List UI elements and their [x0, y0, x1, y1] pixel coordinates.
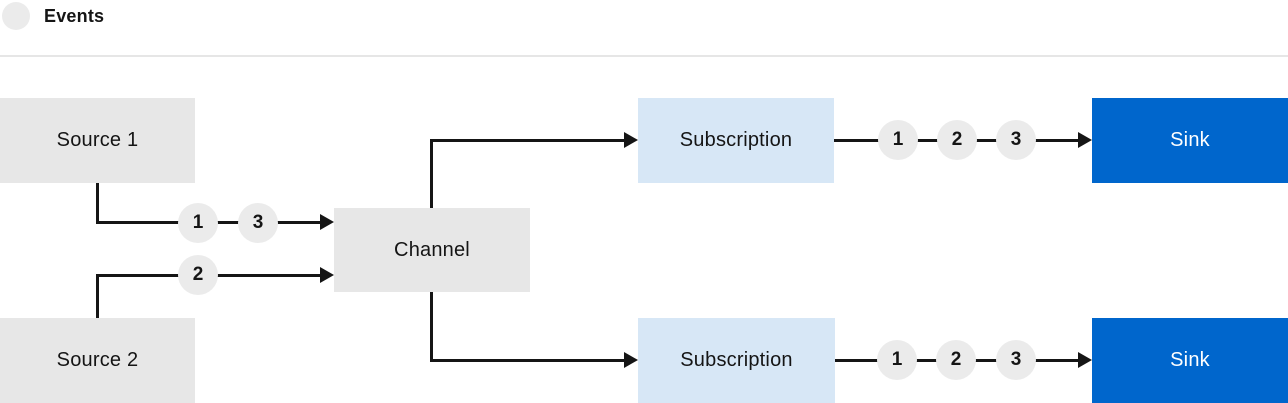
- connector-channel-down-vertical: [430, 292, 433, 361]
- event-marker: 3: [996, 120, 1036, 160]
- node-label: Sink: [1170, 349, 1210, 371]
- arrow-right-icon: [624, 132, 638, 148]
- separator-line: [0, 55, 1288, 57]
- arrow-right-icon: [320, 214, 334, 230]
- event-marker: 2: [937, 120, 977, 160]
- node-subscription-bottom: Subscription: [638, 318, 835, 403]
- legend-label: Events: [44, 6, 105, 26]
- arrow-right-icon: [1078, 132, 1092, 148]
- event-marker: 1: [878, 120, 918, 160]
- arrow-right-icon: [624, 352, 638, 368]
- node-label: Source 1: [56, 129, 139, 151]
- event-marker: 1: [178, 203, 218, 243]
- node-source-2: Source 2: [0, 318, 195, 403]
- node-source-1: Source 1: [0, 98, 195, 183]
- node-label: Subscription: [680, 349, 793, 371]
- arrow-right-icon: [1078, 352, 1092, 368]
- event-marker: 1: [877, 340, 917, 380]
- node-sink-top: Sink: [1092, 98, 1288, 183]
- node-sink-bottom: Sink: [1092, 318, 1288, 403]
- node-label: Sink: [1170, 129, 1210, 151]
- connector-source1-vertical: [96, 183, 99, 224]
- connector-source2-vertical: [96, 276, 99, 318]
- event-marker: 3: [996, 340, 1036, 380]
- node-label: Source 2: [56, 349, 139, 371]
- connector-channel-to-subscription-bottom: [430, 359, 626, 362]
- node-channel: Channel: [334, 208, 530, 292]
- connector-channel-to-subscription-top: [430, 139, 626, 142]
- event-marker: 2: [178, 255, 218, 295]
- event-marker: 3: [238, 203, 278, 243]
- node-label: Channel: [394, 238, 470, 261]
- event-marker: 2: [936, 340, 976, 380]
- node-label: Subscription: [679, 129, 793, 151]
- arrow-right-icon: [320, 267, 334, 283]
- event-circle-icon: [2, 2, 30, 30]
- node-subscription-top: Subscription: [638, 98, 834, 183]
- connector-channel-up-vertical: [430, 140, 433, 208]
